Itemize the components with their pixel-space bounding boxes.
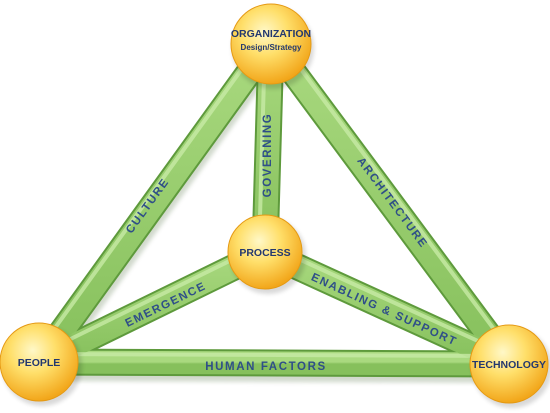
edge-bars-fill — [28, 30, 522, 376]
node-organization: ORGANIZATION Design/Strategy — [230, 3, 314, 89]
label-architecture: ARCHITECTURE — [354, 155, 429, 250]
people-title: PEOPLE — [18, 357, 61, 369]
edge-bars-highlight — [32, 35, 518, 361]
organization-title: ORGANIZATION — [231, 28, 311, 40]
people-sphere — [0, 322, 79, 402]
node-technology: TECHNOLOGY — [469, 324, 550, 408]
organization-sphere — [230, 3, 312, 85]
technology-sphere — [469, 324, 549, 404]
label-governing: GOVERNING — [262, 113, 274, 198]
process-sphere — [227, 214, 303, 290]
technology-title: TECHNOLOGY — [472, 359, 546, 371]
organization-subtitle: Design/Strategy — [241, 43, 302, 52]
label-human-factors: HUMAN FACTORS — [205, 361, 327, 373]
node-process: PROCESS — [227, 214, 306, 294]
node-people: PEOPLE — [0, 322, 82, 406]
process-title: PROCESS — [239, 247, 290, 259]
